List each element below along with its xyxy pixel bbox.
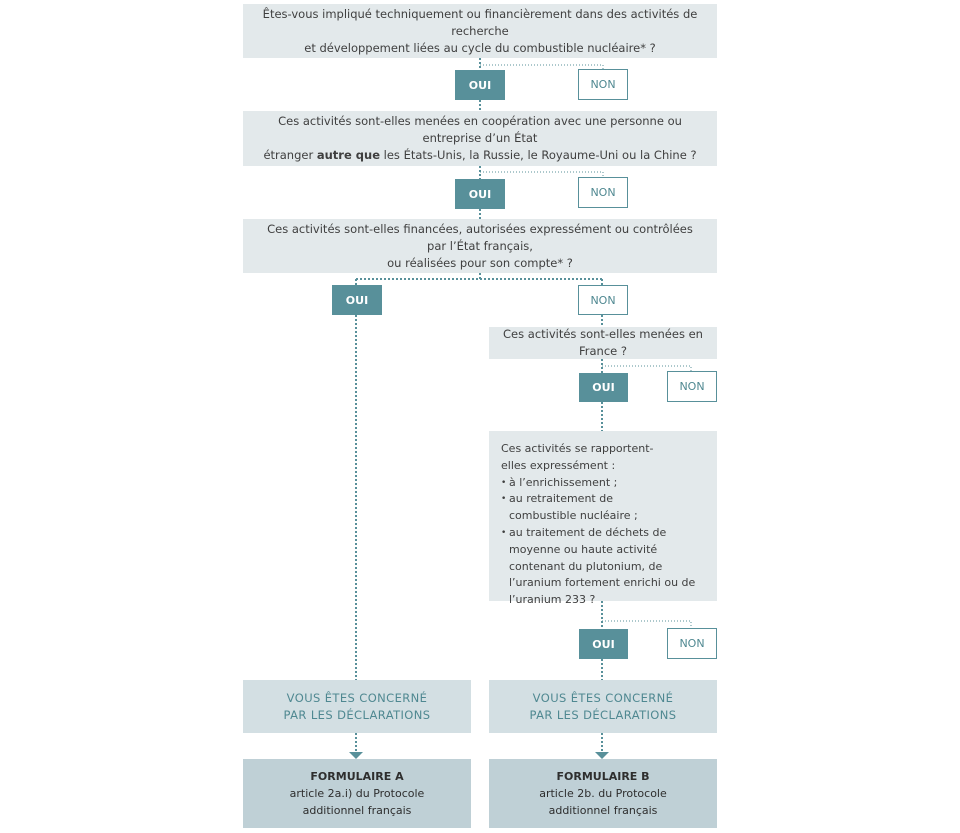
non-label: NON (679, 637, 705, 650)
concerned-box-right: VOUS ÊTES CONCERNÉ PAR LES DÉCLARATIONS (489, 680, 717, 733)
oui-label: OUI (468, 78, 492, 92)
formulaire-a-box: FORMULAIRE A article 2a.i) du Protocole … (243, 759, 471, 828)
non-button-2: NON (578, 177, 628, 208)
formulaire-b-box: FORMULAIRE B article 2b. du Protocole ad… (489, 759, 717, 828)
question-2-emphasis: autre que (316, 148, 380, 162)
concerned-line-2: PAR LES DÉCLARATIONS (283, 707, 431, 722)
question-5-item: au retraitement de combustible nucléaire… (501, 491, 679, 525)
question-2-line-2: étranger autre que les États-Unis, la Ru… (259, 147, 701, 164)
non-label: NON (590, 186, 616, 199)
question-2: Ces activités sont-elles menées en coopé… (243, 111, 717, 166)
concerned-box-left: VOUS ÊTES CONCERNÉ PAR LES DÉCLARATIONS (243, 680, 471, 733)
oui-button-1: OUI (455, 70, 505, 100)
question-4: Ces activités sont-elles menées en Franc… (489, 327, 717, 359)
question-3: Ces activités sont-elles financées, auto… (243, 219, 717, 273)
question-1-line-2: et développement liées au cycle du combu… (304, 40, 656, 55)
question-3-line-2: ou réalisées pour son compte* ? (387, 255, 573, 270)
oui-label: OUI (592, 637, 615, 651)
non-button-5: NON (667, 628, 717, 659)
oui-label: OUI (345, 293, 369, 307)
concerned-line-1: VOUS ÊTES CONCERNÉ (286, 690, 428, 705)
non-label: NON (590, 78, 616, 91)
concerned-line-2: PAR LES DÉCLARATIONS (529, 707, 677, 722)
concerned-line-1: VOUS ÊTES CONCERNÉ (532, 690, 674, 705)
formulaire-b-title: FORMULAIRE B (556, 770, 650, 783)
oui-button-4: OUI (579, 373, 628, 402)
formulaire-a-line-1: article 2a.i) du Protocole (289, 787, 425, 800)
oui-label: OUI (592, 381, 615, 394)
question-2-text-after: les États-Unis, la Russie, le Royaume-Un… (380, 148, 697, 162)
oui-button-3: OUI (332, 285, 382, 315)
question-1-line-1: Êtes-vous impliqué techniquement ou fina… (262, 6, 698, 38)
non-label: NON (679, 380, 705, 393)
question-1: Êtes-vous impliqué techniquement ou fina… (243, 4, 717, 58)
oui-button-5: OUI (579, 629, 628, 659)
formulaire-a-line-2: additionnel français (302, 804, 412, 817)
question-2-line-1: Ces activités sont-elles menées en coopé… (278, 114, 682, 145)
formulaire-b-line-1: article 2b. du Protocole (539, 787, 667, 800)
question-5-list: à l’enrichissement ; au retraitement de … (501, 475, 704, 609)
formulaire-a-title: FORMULAIRE A (310, 770, 404, 783)
non-button-3: NON (578, 285, 628, 315)
oui-button-2: OUI (455, 179, 505, 209)
question-5: Ces activités se rapportent-elles expres… (489, 431, 717, 606)
question-5-item: au traitement de déchets de moyenne ou h… (501, 525, 704, 609)
question-4-text: Ces activités sont-elles menées en Franc… (503, 327, 703, 358)
non-button-1: NON (578, 69, 628, 100)
non-label: NON (590, 293, 616, 307)
question-5-intro: Ces activités se rapportent-elles expres… (501, 442, 654, 472)
oui-label: OUI (468, 187, 492, 201)
question-2-text-before: étranger (263, 148, 317, 162)
question-5-item: à l’enrichissement ; (501, 475, 704, 492)
non-button-4: NON (667, 371, 717, 402)
question-3-line-1: Ces activités sont-elles financées, auto… (267, 221, 693, 253)
formulaire-b-line-2: additionnel français (548, 804, 658, 817)
